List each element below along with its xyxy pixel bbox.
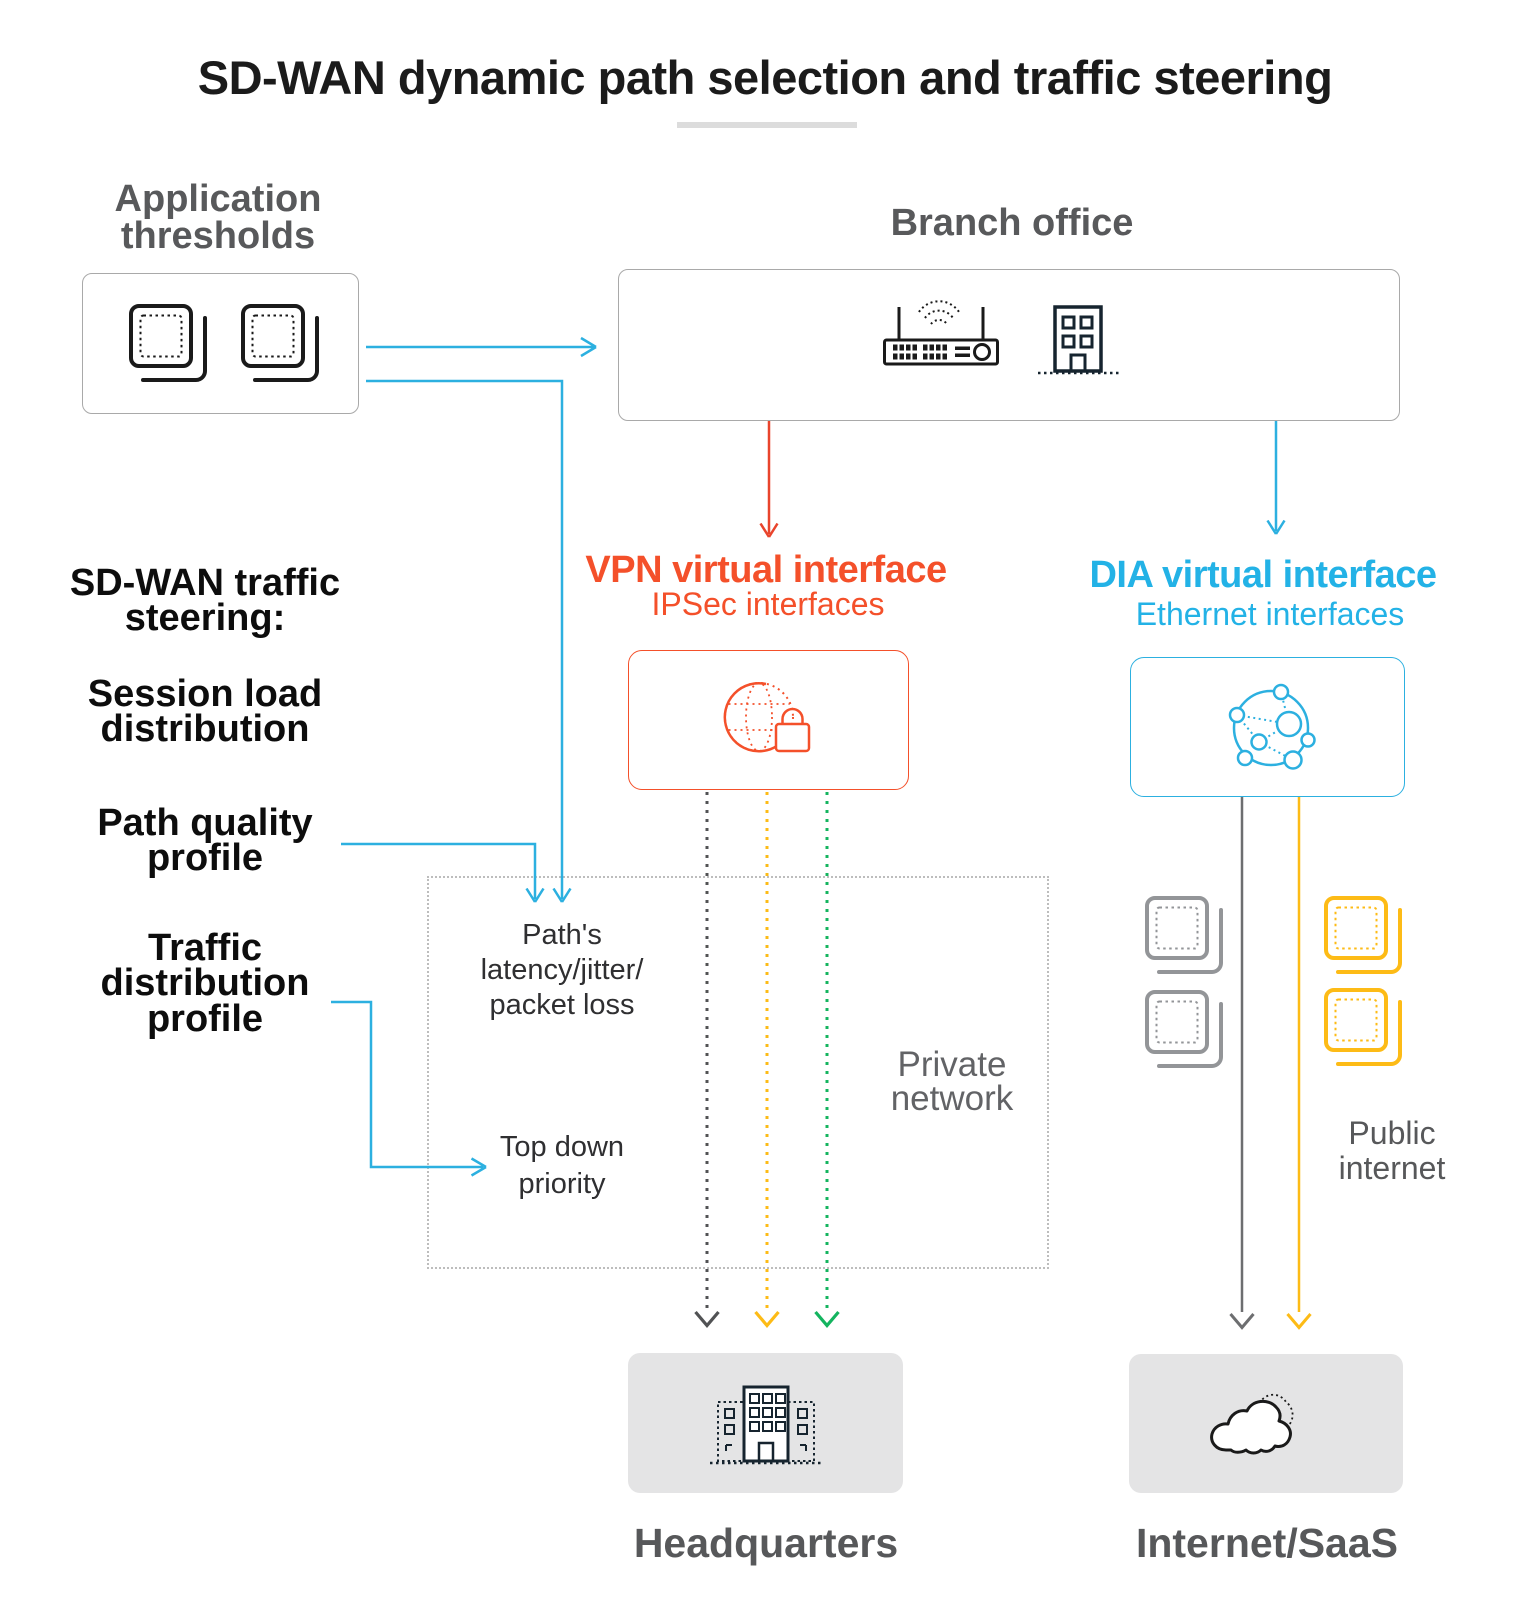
traffic-steering-heading: SD-WAN traffic steering: xyxy=(69,562,341,640)
title-underline xyxy=(677,122,857,128)
vpn-interface-subtitle: IPSec interfaces xyxy=(651,586,885,622)
arrow-branch-to-dia xyxy=(1266,421,1286,535)
application-thresholds-label: Application thresholds xyxy=(114,178,322,258)
vpn-interface-box xyxy=(628,650,909,790)
wireless-router-icon xyxy=(883,300,999,366)
private-network-label: Private network xyxy=(890,1045,1014,1119)
headquarters-box xyxy=(628,1353,903,1493)
branch-office-box xyxy=(618,269,1400,421)
headquarters-label: Headquarters xyxy=(633,1520,899,1566)
steering-item-traffic-distribution: Traffic distribution profile xyxy=(100,927,310,1040)
arrow-thresholds-to-branch xyxy=(366,336,597,358)
solid-path-gray xyxy=(1229,797,1255,1330)
page-title: SD-WAN dynamic path selection and traffi… xyxy=(197,51,1333,104)
solid-path-yellow xyxy=(1286,797,1312,1330)
globe-lock-icon xyxy=(723,682,811,753)
arrow-traffic-distribution-to-priority xyxy=(331,1000,487,1177)
branch-office-label: Branch office xyxy=(890,202,1134,244)
dia-interface-subtitle: Ethernet interfaces xyxy=(1135,596,1405,632)
arrow-branch-to-vpn xyxy=(759,421,779,538)
cloud-icon xyxy=(1210,1393,1294,1455)
internet-saas-label: Internet/SaaS xyxy=(1135,1520,1399,1566)
path-quality-annotation: Path's latency/jitter/ packet loss xyxy=(480,919,644,1022)
private-network-box xyxy=(427,876,1049,1269)
vpn-interface-title: VPN virtual interface xyxy=(585,549,947,591)
internet-saas-box xyxy=(1129,1354,1403,1493)
arrow-path-quality-to-private xyxy=(341,842,545,903)
headquarters-building-icon xyxy=(710,1385,822,1465)
dia-interface-title: DIA virtual interface xyxy=(1089,554,1437,596)
dia-interface-box xyxy=(1130,657,1405,797)
public-internet-label: Public internet xyxy=(1338,1115,1446,1187)
office-building-icon xyxy=(1038,305,1119,375)
priority-annotation: Top down priority xyxy=(499,1131,625,1201)
steering-item-path-quality: Path quality profile xyxy=(97,802,313,880)
dotted-path-yellow xyxy=(754,792,780,1328)
dotted-path-gray xyxy=(694,792,720,1328)
dotted-path-green xyxy=(814,792,840,1328)
steering-item-session-load: Session load distribution xyxy=(87,673,323,751)
connected-network-icon xyxy=(1228,683,1316,770)
application-thresholds-box xyxy=(82,273,359,414)
arrow-thresholds-to-private xyxy=(366,379,572,903)
